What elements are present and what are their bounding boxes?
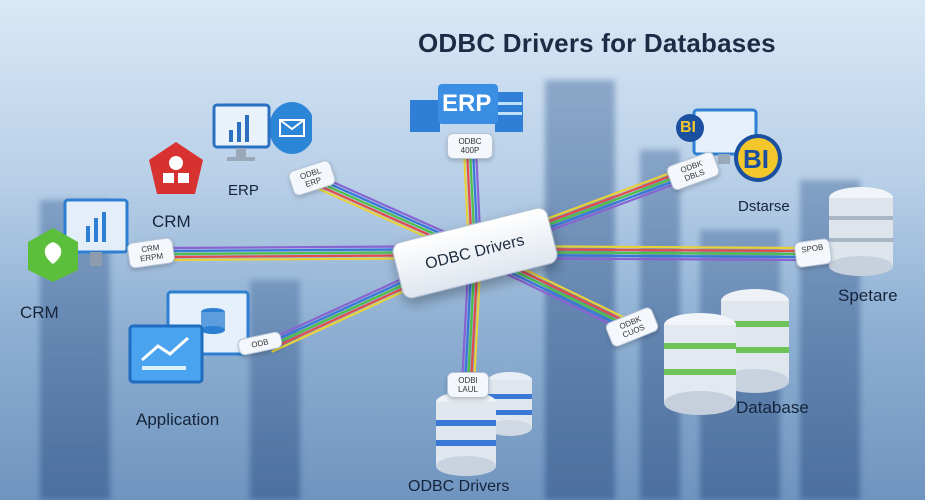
server-database-icon	[826, 186, 896, 276]
crm-label-top: CRM	[152, 212, 191, 231]
erp-badge-text: ERP	[442, 90, 492, 117]
crm-label-left: CRM	[20, 303, 59, 322]
connector-top-line2: 400P	[460, 146, 480, 155]
erp-server-stack-icon: ERP	[410, 82, 525, 137]
people-icon	[145, 140, 207, 200]
erp-label: ERP	[228, 182, 259, 199]
database-stack-icon	[660, 285, 795, 415]
spetare-label: Spetare	[838, 286, 898, 305]
database-icon	[432, 370, 537, 480]
connector-bottom-line2: LAUL	[457, 385, 478, 394]
connector-top: ODBC 400P	[447, 133, 493, 159]
bi-small-text: BI	[680, 119, 696, 136]
bi-large-text: BI	[743, 144, 769, 174]
connector-spetare-line1: SPOB	[800, 242, 825, 255]
background-building	[545, 80, 615, 500]
application-monitor-icon	[128, 290, 258, 390]
connector-bottom: ODBI LAUL	[447, 372, 489, 398]
odbc-drivers-bottom-label: ODBC Drivers	[408, 478, 510, 495]
background-building	[250, 280, 300, 500]
page-title: ODBC Drivers for Databases	[418, 28, 776, 58]
connector-top-line1: ODBC	[458, 137, 482, 146]
bi-badge-icon: BI BI	[672, 108, 792, 188]
hub-label: ODBC Drivers	[423, 232, 527, 274]
erp-monitor-icon	[212, 100, 315, 170]
connector-bottom-line1: ODBI	[458, 376, 478, 385]
connector-spetare: SPOB	[793, 237, 833, 269]
dstarse-label: Dstarse	[738, 198, 790, 215]
database-label: Database	[736, 398, 809, 417]
leaf-icon	[20, 196, 130, 286]
application-label: Application	[136, 410, 220, 429]
connector-app-line1: ODB	[250, 337, 270, 350]
